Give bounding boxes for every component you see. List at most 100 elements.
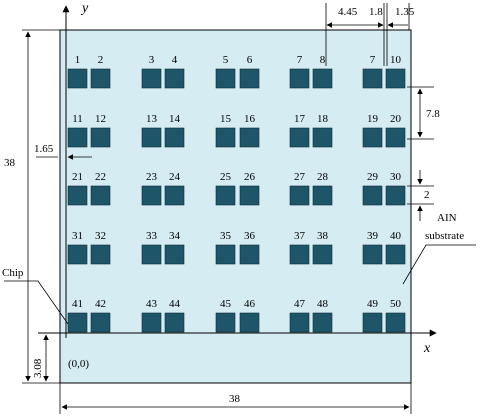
chip-49 [362, 312, 383, 333]
chip-5 [215, 68, 236, 89]
chip-46 [239, 312, 260, 333]
chip-number-label: 5 [223, 54, 229, 66]
chip-44 [164, 312, 185, 333]
chip-number-label: 39 [367, 230, 379, 242]
chip-number-label: 38 [317, 230, 329, 242]
chip-number-label: 48 [317, 298, 329, 310]
chip-29 [362, 185, 383, 206]
chip-number-label: 49 [367, 298, 379, 310]
chip-number-label: 13 [146, 113, 158, 125]
pitch-dim-label: 7.8 [426, 108, 440, 120]
chip-39 [362, 244, 383, 265]
top-dim-label-1: 4.45 [338, 6, 358, 18]
y-axis-label: y [80, 1, 89, 16]
chip-number-label: 33 [146, 230, 158, 242]
chip-15 [215, 127, 236, 148]
chip-33 [141, 244, 162, 265]
chip-17 [289, 127, 310, 148]
chip-number-label: 47 [294, 298, 306, 310]
chip-number-label: 30 [390, 171, 402, 183]
chip-3 [141, 68, 162, 89]
chip-19 [362, 127, 383, 148]
chip-20 [385, 127, 406, 148]
chip-50 [385, 312, 406, 333]
chip-number-label: 19 [367, 113, 379, 125]
chip-number-label: 22 [95, 171, 106, 183]
chip-number-label: 32 [95, 230, 106, 242]
chip-number-label: 41 [72, 298, 83, 310]
chip-number-label: 4 [172, 54, 178, 66]
chip-6 [239, 68, 260, 89]
chip-22 [90, 185, 111, 206]
chip-8 [312, 68, 333, 89]
chip-31 [67, 244, 88, 265]
chip-number-label: 17 [294, 113, 306, 125]
chip-leader-line [4, 280, 69, 325]
chip-32 [90, 244, 111, 265]
chip-10 [385, 68, 406, 89]
chip-28 [312, 185, 333, 206]
x-axis-label: x [423, 341, 431, 356]
chip-43 [141, 312, 162, 333]
chip-number-label: 46 [244, 298, 256, 310]
chip-11 [67, 127, 88, 148]
chip-47 [289, 312, 310, 333]
chip-7 [289, 68, 310, 89]
chip-number-label: 45 [220, 298, 232, 310]
chip-34 [164, 244, 185, 265]
chip-number-label: 29 [367, 171, 379, 183]
chip-number-label: 40 [390, 230, 402, 242]
chip-number-label: 2 [98, 54, 104, 66]
chip-number-label: 50 [390, 298, 402, 310]
chip-45 [215, 312, 236, 333]
chip-number-label: 34 [169, 230, 181, 242]
chip-42 [90, 312, 111, 333]
chip-14 [164, 127, 185, 148]
chip-number-label: 15 [220, 113, 232, 125]
chip-25 [215, 185, 236, 206]
chip-1 [67, 68, 88, 89]
chip-36 [239, 244, 260, 265]
chip-number-label: 31 [72, 230, 83, 242]
chip-2 [90, 68, 111, 89]
chip-number-label: 6 [247, 54, 253, 66]
origin-label: (0,0) [68, 358, 89, 370]
chip-number-label: 23 [146, 171, 158, 183]
chip-number-label: 25 [220, 171, 232, 183]
chip-37 [289, 244, 310, 265]
chip-number-label: 11 [72, 113, 83, 125]
chip-26 [239, 185, 260, 206]
chip-number-label: 21 [72, 171, 83, 183]
chip-number-label: 12 [95, 113, 106, 125]
chip-number-label: 43 [146, 298, 158, 310]
dim-height-label: 38 [4, 157, 16, 169]
chip-4 [164, 68, 185, 89]
chip-number-label: 37 [294, 230, 306, 242]
top-dim-label-3: 1.35 [395, 6, 415, 18]
chip-18 [312, 127, 333, 148]
chip-21 [67, 185, 88, 206]
chip-number-label: 18 [317, 113, 329, 125]
chip-number-label: 26 [244, 171, 256, 183]
chip-41 [67, 312, 88, 333]
chip-number-label: 35 [220, 230, 232, 242]
chip-number-label: 28 [317, 171, 329, 183]
chip-number-label: 7 [297, 54, 303, 66]
dim-offset-left-label: 1.65 [34, 143, 54, 155]
chip-13 [141, 127, 162, 148]
chip-number-label: 44 [169, 298, 181, 310]
chip-number-label: 3 [149, 54, 155, 66]
chip-label: Chip [2, 267, 24, 279]
chip-16 [239, 127, 260, 148]
chip-number-label: 16 [244, 113, 256, 125]
substrate-leader-line [402, 244, 476, 285]
chip-number-label: 20 [390, 113, 402, 125]
height-dim-label: 2 [424, 189, 430, 201]
chip-12 [90, 127, 111, 148]
chip-9 [362, 68, 383, 89]
chip-38 [312, 244, 333, 265]
chip-number-label: 14 [169, 113, 181, 125]
